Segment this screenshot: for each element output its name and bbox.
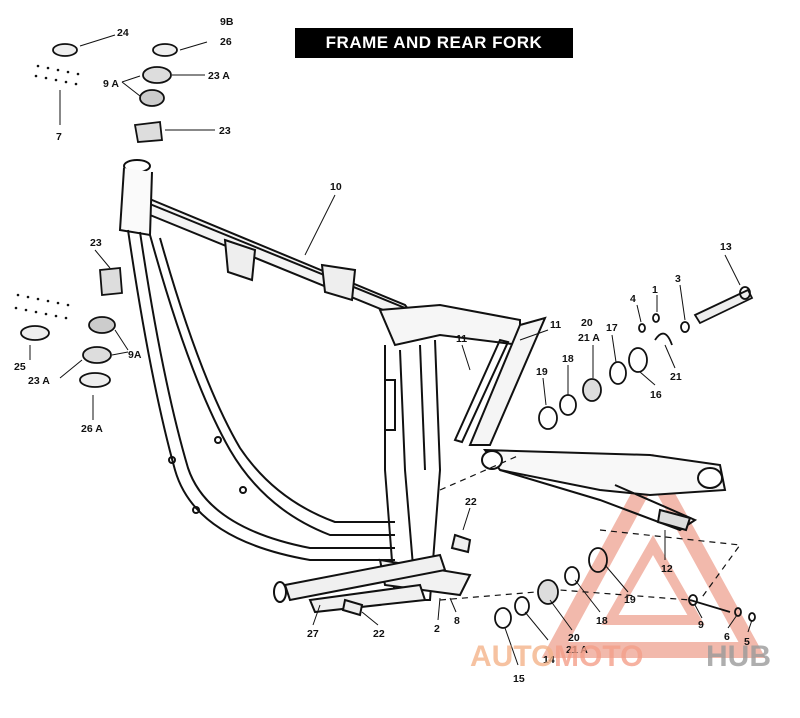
frame-downtubes [127, 229, 395, 561]
label-4: 4 [630, 293, 636, 305]
label-21a-top: 21 A [578, 332, 600, 344]
label-11b: 11 [456, 333, 467, 345]
label-14: 14 [543, 654, 555, 666]
label-8: 8 [454, 615, 460, 627]
watermark-auto: AUTO [470, 640, 554, 673]
label-20-bot: 20 [568, 632, 580, 644]
label-19-bot: 19 [624, 594, 636, 606]
label-21: 21 [670, 371, 682, 383]
label-10: 10 [330, 181, 342, 193]
label-2: 2 [434, 623, 440, 635]
label-7: 7 [56, 131, 62, 143]
label-23-top: 23 [219, 125, 231, 137]
label-19-top: 19 [536, 366, 548, 378]
title-banner: FRAME AND REAR FORK [295, 28, 573, 58]
watermark-hub: HUB [706, 640, 771, 673]
chain-guards [453, 316, 547, 446]
diagram-title: FRAME AND REAR FORK [325, 33, 543, 52]
label-12: 12 [661, 563, 673, 575]
label-20-top: 20 [581, 317, 593, 329]
watermark-text: AUTO MOTO HUB [470, 640, 771, 673]
watermark-triangle [541, 453, 766, 658]
label-24: 24 [117, 27, 129, 39]
label-9a-top: 9 A [103, 78, 119, 90]
label-1: 1 [652, 284, 658, 296]
label-5: 5 [744, 636, 750, 648]
steering-head-parts [20, 43, 178, 388]
label-26: 26 [220, 36, 232, 48]
label-11a: 11 [550, 319, 561, 331]
label-17: 17 [606, 322, 618, 334]
label-6: 6 [724, 631, 730, 643]
label-18-top: 18 [562, 353, 574, 365]
label-25: 25 [14, 361, 26, 373]
label-15: 15 [513, 673, 525, 685]
label-26a: 26 A [81, 423, 103, 435]
pivot-hardware [494, 547, 756, 629]
label-18-bot: 18 [596, 615, 608, 627]
part-labels: 24 9B 26 9 A 23 A 7 23 10 13 23 25 9A 23… [14, 16, 750, 685]
axle-hardware [538, 286, 754, 430]
label-16: 16 [650, 389, 662, 401]
label-13: 13 [720, 241, 732, 253]
label-9-bot: 9 [698, 619, 704, 631]
rear-swing-arm [481, 448, 727, 532]
label-23a-left: 23 A [28, 375, 50, 387]
label-23a-top: 23 A [208, 70, 230, 82]
lower-crossbar [273, 533, 472, 617]
bearing-balls [14, 64, 80, 320]
frame-backbone [118, 159, 423, 328]
label-23-left: 23 [90, 237, 102, 249]
label-9a-left: 9A [128, 349, 142, 361]
label-22-bot: 22 [373, 628, 385, 640]
label-21a-bot: 21 A [566, 644, 588, 656]
watermark-moto: MOTO [554, 640, 643, 673]
label-3: 3 [675, 273, 681, 285]
label-27: 27 [307, 628, 319, 640]
label-22-mid: 22 [465, 496, 477, 508]
pivot-dashed-lines [439, 454, 742, 601]
leader-lines [29, 34, 753, 666]
label-9b: 9B [220, 16, 234, 28]
